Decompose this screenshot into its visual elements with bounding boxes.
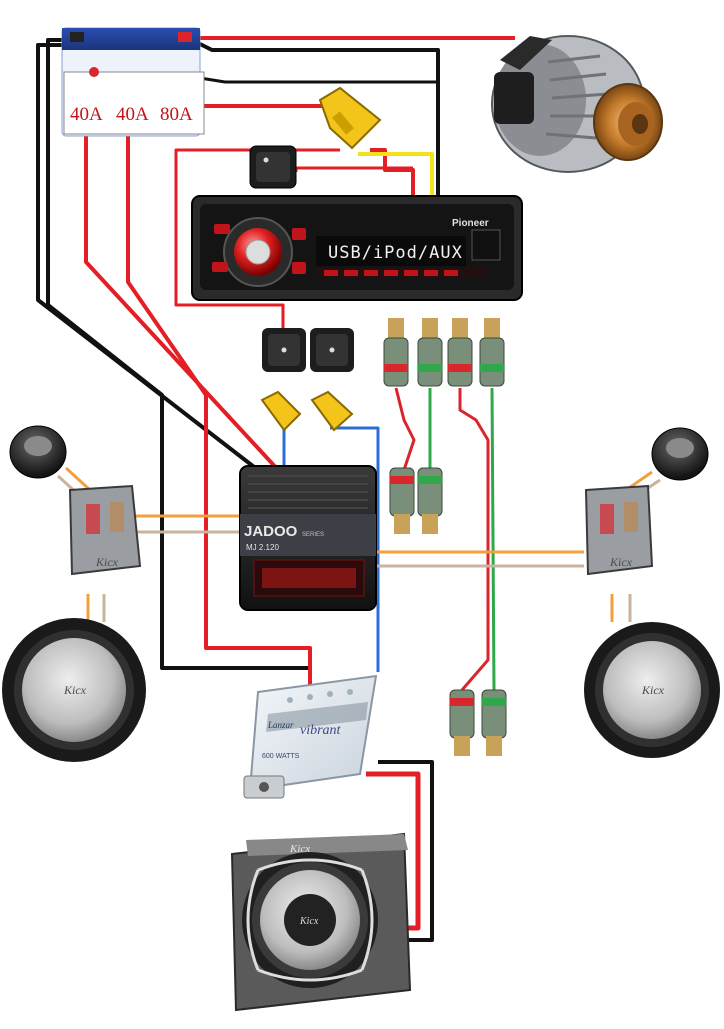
fuse-label-3: 80A (160, 104, 193, 125)
rca-plug-icon (447, 318, 473, 387)
fuse-icon (318, 86, 382, 150)
wires (36, 36, 661, 942)
subwoofer-box-icon (230, 832, 412, 1012)
rca-plug-icon (383, 318, 409, 387)
fuse-label-2: 40A (116, 104, 149, 125)
rocker-switch-icon[interactable] (262, 328, 306, 372)
power-wire-sub-box (366, 771, 421, 931)
tweeter-icon (651, 427, 709, 481)
rca-plug-icon (389, 467, 415, 534)
woofer-icon (2, 618, 146, 762)
crossover-brand-left: Kicx (95, 555, 119, 569)
rca-plug-icon (479, 318, 505, 387)
ground-wire-to-alternator (195, 40, 440, 200)
rca-cable-red-sub (458, 388, 490, 691)
subwoofer-box-brand: Kicx (289, 843, 310, 855)
rca-plug-icon (481, 689, 507, 756)
amp-2ch-series: SERIES (302, 532, 324, 538)
power-wire-switch-to-fuses (174, 300, 285, 330)
ground-wire-battery-alternator (199, 76, 438, 84)
woofer-brand-right: Kicx (641, 683, 665, 697)
amp-mono-power: 600 WATTS (262, 753, 300, 760)
power-wire-amp-40a (84, 135, 282, 474)
amplifier-2ch[interactable] (239, 465, 377, 611)
woofer-icon (584, 622, 720, 758)
rocker-switch-icon[interactable] (310, 328, 354, 372)
crossover-brand-right: Kicx (609, 555, 633, 569)
woofer-brand-left: Kicx (63, 683, 87, 697)
rca-cable-green-sub (490, 387, 496, 691)
rocker-switch-icon[interactable] (249, 145, 297, 189)
subwoofer-cone-brand: Kicx (299, 916, 319, 927)
battery-icon (61, 27, 205, 137)
tweeter-icon (9, 425, 67, 479)
power-wire-head-unit (370, 148, 415, 200)
remote-wire-sub-amp (330, 426, 380, 672)
head-unit-brand: Pioneer (452, 218, 489, 229)
amplifier-mono[interactable] (243, 674, 378, 799)
amp-mono-brand: Lanzar (267, 720, 294, 730)
acc-wire-head-unit (358, 152, 434, 200)
rca-plug-icon (449, 689, 475, 756)
fuse-label-1: 40A (70, 104, 103, 125)
amp-2ch-model: MJ 2.120 (246, 543, 279, 552)
ground-wire-sub-box (378, 760, 434, 942)
tweeter-wire-left-2 (64, 466, 92, 492)
head-unit[interactable]: USB/iPod/AUX Pioneer (191, 195, 523, 301)
crossover-icon (68, 484, 142, 576)
head-unit-display: USB/iPod/AUX (328, 243, 463, 263)
fuse-icon (260, 390, 302, 432)
crossover-icon (584, 484, 654, 576)
amp-mono-line: vibrant (300, 723, 342, 738)
fuse-icon (310, 390, 354, 432)
power-wire-sub-amp-40a (126, 135, 312, 686)
rca-plug-icon (417, 318, 443, 387)
rca-cable-red-amp (394, 387, 416, 471)
ground-wire-to-sub-amp (46, 38, 310, 670)
amp-2ch-brand: JADOO (244, 523, 298, 540)
rca-plug-icon (417, 467, 443, 534)
alternator-icon (491, 35, 663, 173)
